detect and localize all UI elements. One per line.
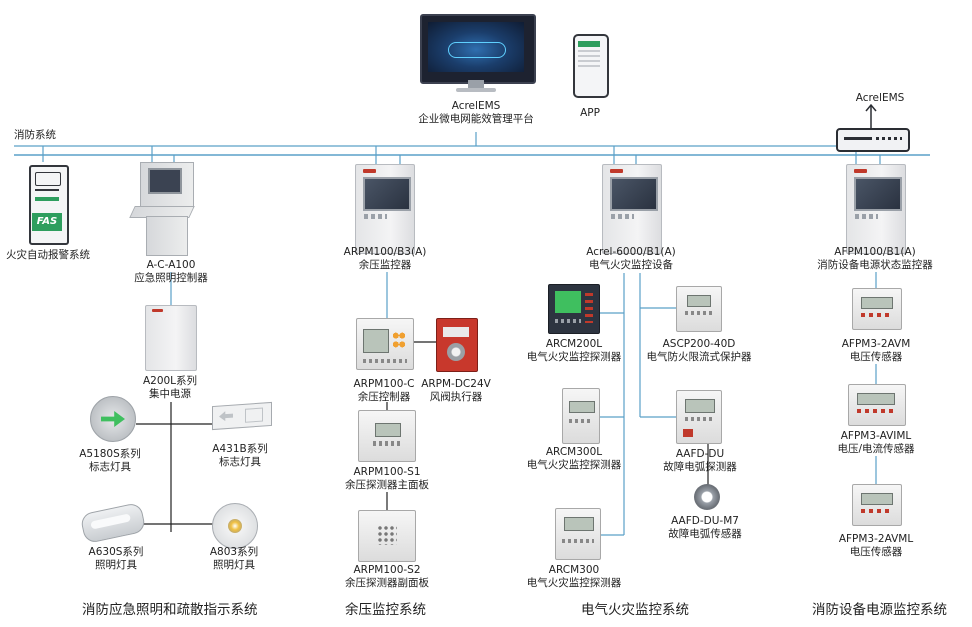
arpm-s2-panel (358, 510, 416, 562)
acrel6000-desc: 电气火灾监控设备 (589, 259, 673, 271)
arpm-c-model: ARPM100-C (353, 378, 415, 390)
afpm-b1-model: AFPM100/B1(A) (834, 246, 916, 258)
fas-device: FAS (29, 165, 69, 245)
a431b-sign (212, 401, 272, 431)
a5180s-desc: 标志灯具 (89, 461, 131, 473)
afpm-2avm-sensor (852, 288, 902, 330)
platform-name: AcrelEMS (451, 100, 501, 112)
fire-system-title: 消防系统 (14, 129, 56, 141)
arpm-s1-panel (358, 410, 416, 462)
afpm-b1-cabinet (846, 164, 906, 254)
gateway-label: AcrelEMS (855, 92, 905, 104)
antenna-icon (865, 103, 877, 128)
acc100-desc: 应急照明控制器 (134, 272, 208, 284)
ascp200-desc: 电气防火限流式保护器 (646, 351, 752, 363)
app-label: APP (580, 107, 600, 119)
ascp200-protector (676, 286, 722, 332)
arcm300-meter (555, 508, 601, 560)
afpm-2avm-model: AFPM3-2AVM (841, 338, 911, 350)
a803-desc: 照明灯具 (213, 559, 255, 571)
arpm-c-controller (356, 318, 414, 370)
afpm-2avml-model: AFPM3-2AVML (838, 533, 914, 545)
a200l-model: A200L系列 (142, 375, 198, 387)
a5180s-lamp (90, 396, 136, 442)
arcm300-desc: 电气火灾监控探测器 (526, 577, 622, 589)
section-lighting: 消防应急照明和疏散指示系统 (82, 602, 258, 618)
a803-lamp (212, 503, 258, 549)
section-power: 消防设备电源监控系统 (812, 602, 947, 618)
acc100-model: A-C-A100 (146, 259, 196, 271)
gateway-device (836, 128, 910, 152)
arcm300l-desc: 电气火灾监控探测器 (526, 459, 622, 471)
aafd-du-desc: 故障电弧探测器 (663, 461, 737, 473)
a630s-desc: 照明灯具 (95, 559, 137, 571)
acrel6000-cabinet (602, 164, 662, 254)
arpm-s1-desc: 余压探测器主面板 (345, 479, 429, 491)
section-electrical: 电气火灾监控系统 (581, 602, 689, 618)
aafd-m7-model: AAFD-DU-M7 (671, 515, 739, 527)
phone-icon (573, 34, 609, 98)
a431b-model: A431B系列 (212, 443, 268, 455)
arpm-s1-model: ARPM100-S1 (353, 466, 421, 478)
afpm-aviml-sensor (848, 384, 906, 426)
arpm-b3-desc: 余压监控器 (358, 259, 412, 271)
a200l-desc: 集中电源 (149, 388, 191, 400)
arpm-b3-cabinet (355, 164, 415, 254)
fire-system-label: 火灾自动报警系统 (6, 249, 90, 261)
a5180s-model: A5180S系列 (79, 448, 141, 460)
afpm-2avml-desc: 电压传感器 (849, 546, 903, 558)
aafd-du-model: AAFD-DU (675, 448, 725, 460)
afpm-2avml-sensor (852, 484, 902, 526)
a803-model: A803系列 (209, 546, 259, 558)
a630s-model: A630S系列 (88, 546, 144, 558)
arpm-c-desc: 余压控制器 (357, 391, 411, 403)
aafd-m7-desc: 故障电弧传感器 (668, 528, 742, 540)
afpm-2avm-desc: 电压传感器 (849, 351, 903, 363)
aafd-du-detector (676, 390, 722, 444)
afpm-b1-desc: 消防设备电源状态监控器 (817, 259, 933, 271)
arpm-dc24v-desc: 风阀执行器 (429, 391, 483, 403)
arpm-s2-desc: 余压探测器副面板 (345, 577, 429, 589)
platform-subtitle: 企业微电网能效管理平台 (418, 113, 534, 125)
afpm-aviml-desc: 电压/电流传感器 (837, 443, 915, 455)
arcm300l-meter (562, 388, 600, 444)
arcm200l-model: ARCM200L (545, 338, 603, 350)
arpm-dc24v-actuator (436, 318, 478, 372)
acc100-console (129, 162, 195, 256)
fas-badge: FAS (32, 213, 62, 231)
platform-monitor (420, 14, 536, 94)
acrel6000-model: Acrel-6000/B1(A) (586, 246, 676, 258)
arcm300l-model: ARCM300L (545, 446, 603, 458)
a431b-desc: 标志灯具 (219, 456, 261, 468)
aafd-m7-sensor (694, 484, 720, 510)
a200l-cabinet (145, 305, 197, 371)
arcm300-model: ARCM300 (548, 564, 600, 576)
ascp200-model: ASCP200-40D (662, 338, 736, 350)
afpm-aviml-model: AFPM3-AVIML (840, 430, 912, 442)
arpm-s2-model: ARPM100-S2 (353, 564, 421, 576)
arcm200l-desc: 电气火灾监控探测器 (526, 351, 622, 363)
arpm-b3-model: ARPM100/B3(A) (343, 246, 427, 258)
section-pressure: 余压监控系统 (345, 602, 426, 618)
arcm200l-meter (548, 284, 600, 334)
arpm-dc24v-model: ARPM-DC24V (421, 378, 491, 390)
